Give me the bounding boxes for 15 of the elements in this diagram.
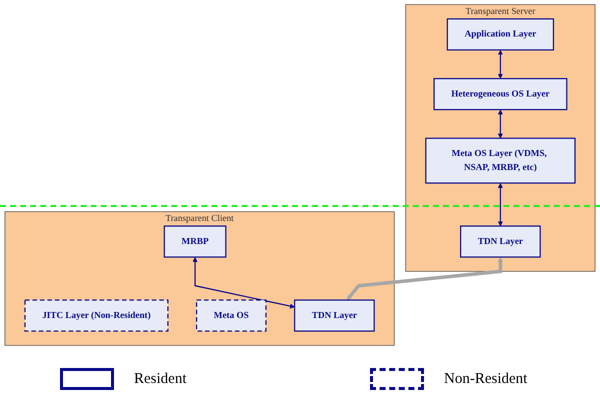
arrow — [192, 257, 295, 309]
arrow — [498, 50, 503, 79]
node-box: Heterogeneous OS Layer — [434, 78, 568, 110]
node-box: Meta OS — [196, 300, 266, 332]
arrow — [346, 257, 503, 300]
node-box: MRBP — [164, 226, 226, 258]
legend-label: Resident — [134, 370, 186, 388]
node-box: TDN Layer — [294, 300, 375, 332]
arrow — [498, 110, 503, 138]
node-box: Meta OS Layer (VDMS, NSAP, MRBP, etc) — [425, 138, 576, 184]
legend-label: Non-Resident — [444, 370, 528, 388]
arrow — [498, 183, 503, 226]
node-box: TDN Layer — [460, 226, 541, 258]
node-box: Application Layer — [446, 18, 554, 50]
node-box: JITC Layer (Non-Resident) — [24, 300, 168, 332]
